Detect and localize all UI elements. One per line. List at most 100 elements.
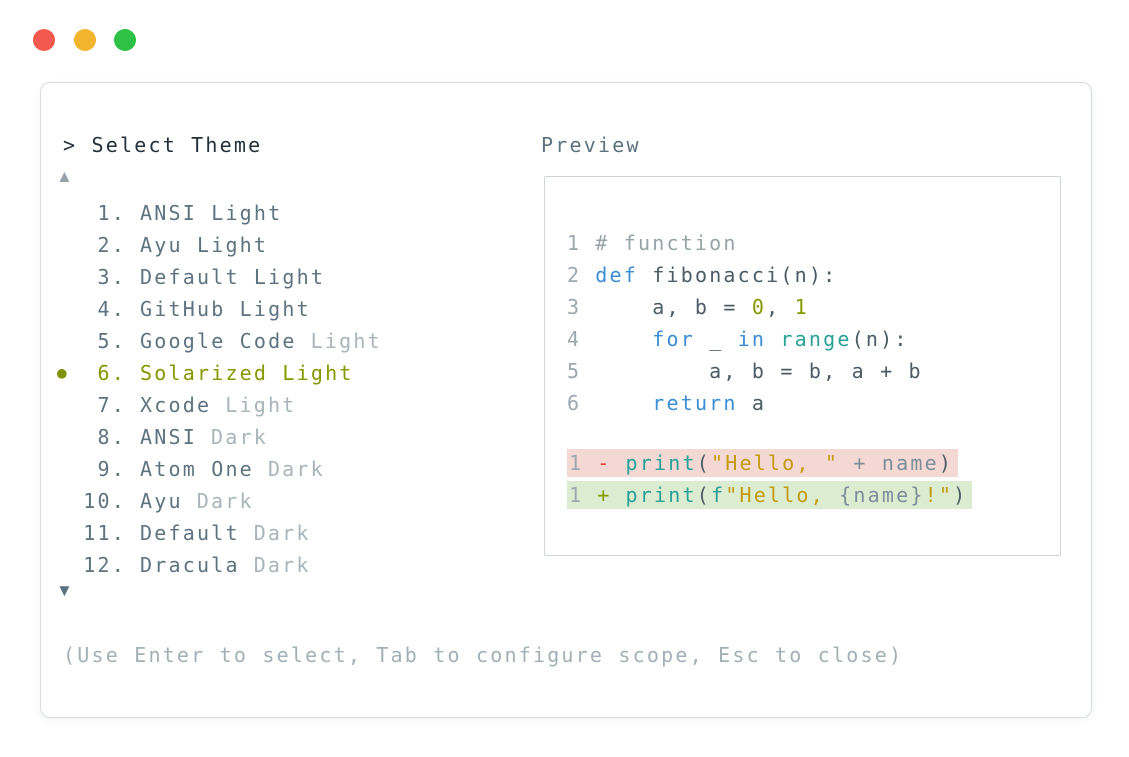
theme-option-11[interactable]: 11. Default Dark — [57, 517, 382, 549]
code-token: , — [766, 295, 795, 319]
code-token: ( — [696, 483, 711, 507]
zoom-button[interactable] — [114, 29, 136, 51]
line-number: 6 — [567, 391, 582, 415]
diff-added-line: 1 + print(f"Hello, {name}!") — [567, 481, 973, 509]
theme-option-7[interactable]: 7. Xcode Light — [57, 389, 382, 421]
close-button[interactable] — [33, 29, 55, 51]
line-number: 2 — [567, 263, 582, 287]
theme-number: 1. — [97, 201, 126, 225]
line-number: 4 — [567, 327, 582, 351]
theme-variant: Dark — [210, 425, 268, 449]
code-token: f — [710, 483, 726, 507]
theme-name: Ayu — [140, 489, 183, 513]
code-token: for — [652, 327, 695, 351]
theme-option-3[interactable]: 3. Default Light — [57, 261, 382, 293]
line-number: 3 — [567, 295, 582, 319]
code-token: (n): — [851, 327, 909, 351]
code-token: _ — [694, 327, 738, 351]
code-token: !" — [924, 483, 954, 507]
theme-variant: Dark — [196, 489, 254, 513]
code-token: return — [652, 391, 738, 415]
theme-name: Google Code — [140, 329, 297, 353]
theme-option-12[interactable]: 12. Dracula Dark — [57, 549, 382, 581]
diff-minus-sign: - — [597, 451, 612, 475]
code-token: a — [737, 391, 767, 415]
theme-name: Default — [140, 521, 240, 545]
theme-number: 8. — [97, 425, 126, 449]
theme-variant: Dark — [253, 553, 311, 577]
code-line: 2 def fibonacci(n): — [567, 259, 1060, 291]
code-token — [595, 391, 652, 415]
code-line: 4 for _ in range(n): — [567, 323, 1060, 355]
theme-number: 6. — [97, 361, 126, 385]
code-line: 1 # function — [567, 227, 1060, 259]
theme-number: 10. — [83, 489, 126, 513]
theme-option-9[interactable]: 9. Atom One Dark — [57, 453, 382, 485]
code-token: "Hello, " — [710, 451, 840, 475]
theme-name: Dracula — [140, 553, 240, 577]
theme-name: GitHub Light — [140, 297, 311, 321]
theme-name: Solarized Light — [140, 361, 354, 385]
diff-plus-sign: + — [597, 483, 612, 507]
code-line: 6 return a — [567, 387, 1060, 419]
code-preview-panel: 1 # function 2 def fibonacci(n): 3 a, b = … — [544, 176, 1061, 556]
theme-option-6-selected[interactable]: ● 6. Solarized Light — [57, 357, 382, 389]
code-token: def — [595, 263, 638, 287]
code-token: "Hello, — [725, 483, 840, 507]
theme-number: 2. — [97, 233, 126, 257]
code-token: 1 — [794, 295, 809, 319]
prompt-header: > Select Theme — [63, 129, 262, 161]
theme-name: Atom One — [140, 457, 254, 481]
code-token: a, b = — [595, 295, 752, 319]
scroll-down-icon[interactable]: ▼ — [56, 581, 73, 600]
code-token: + name — [839, 451, 939, 475]
line-number: 1 — [569, 483, 584, 507]
theme-list: 1. ANSI Light 2. Ayu Light 3. Default Light… — [57, 197, 382, 581]
code-line: 3 a, b = 0, 1 — [567, 291, 1060, 323]
code-token: ( — [696, 451, 711, 475]
line-number: 5 — [567, 359, 582, 383]
theme-name: ANSI Light — [140, 201, 283, 225]
code-token: 0 — [751, 295, 767, 319]
preview-title: Preview — [541, 133, 641, 157]
theme-number: 7. — [97, 393, 126, 417]
code-token: fibonacci(n): — [637, 263, 838, 287]
line-number: 1 — [569, 451, 584, 475]
theme-option-10[interactable]: 10. Ayu Dark — [57, 485, 382, 517]
theme-option-8[interactable]: 8. ANSI Dark — [57, 421, 382, 453]
code-token: ) — [938, 451, 954, 475]
code-token: a, b = b, a + b — [595, 359, 923, 383]
code-token: in — [737, 327, 767, 351]
theme-name: Default Light — [140, 265, 326, 289]
theme-name: Xcode — [140, 393, 212, 417]
theme-number: 4. — [97, 297, 126, 321]
selected-bullet-icon: ● — [57, 363, 67, 382]
theme-variant: Dark — [267, 457, 325, 481]
code-token: ) — [953, 483, 968, 507]
diff-removed-line: 1-print("Hello, " + name) — [567, 449, 959, 477]
scroll-up-icon[interactable]: ▲ — [56, 167, 73, 186]
code-token: {name} — [839, 483, 925, 507]
theme-name: ANSI — [140, 425, 197, 449]
code-token: # function — [595, 231, 738, 255]
code-token: print — [625, 483, 697, 507]
code-token — [595, 327, 652, 351]
theme-number: 5. — [97, 329, 126, 353]
theme-number: 3. — [97, 265, 126, 289]
minimize-button[interactable] — [74, 29, 96, 51]
code-blank-line — [567, 419, 1060, 449]
theme-number: 11. — [83, 521, 126, 545]
prompt-caret: > — [63, 133, 92, 157]
theme-option-1[interactable]: 1. ANSI Light — [57, 197, 382, 229]
theme-name: Ayu Light — [140, 233, 269, 257]
line-number: 1 — [567, 231, 582, 255]
theme-variant: Light — [225, 393, 297, 417]
theme-number: 12. — [83, 553, 126, 577]
theme-variant: Dark — [253, 521, 311, 545]
prompt-title: Select Theme — [91, 133, 263, 157]
theme-option-4[interactable]: 4. GitHub Light — [57, 293, 382, 325]
theme-number: 9. — [97, 457, 126, 481]
theme-option-2[interactable]: 2. Ayu Light — [57, 229, 382, 261]
keyboard-hints: (Use Enter to select, Tab to configure s… — [63, 643, 904, 667]
